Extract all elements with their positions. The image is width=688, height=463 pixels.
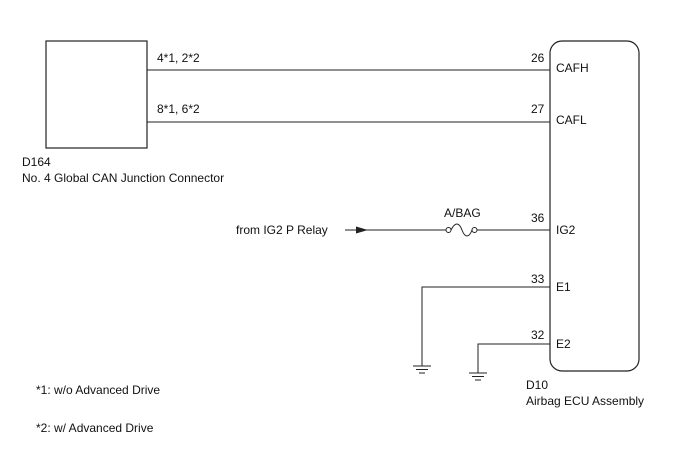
- cafl-connector-pin: 8*1, 6*2: [157, 102, 200, 116]
- fuse-label: A/BAG: [444, 206, 481, 220]
- cafl-ecu-pin: 27: [531, 102, 545, 116]
- ecu-name: Airbag ECU Assembly: [526, 394, 644, 408]
- e1-ecu-pin: 33: [531, 272, 545, 286]
- ground-icon: [413, 365, 431, 374]
- e1-terminal: E1: [556, 280, 571, 294]
- ground-icon: [469, 372, 487, 381]
- wire-e2: [477, 343, 550, 373]
- cafh-terminal: CAFH: [556, 61, 589, 75]
- ecu-d10-box: [549, 40, 640, 372]
- cafh-connector-pin: 4*1, 2*2: [157, 51, 200, 65]
- cafh-ecu-pin: 26: [531, 51, 545, 65]
- cafl-terminal: CAFL: [556, 113, 587, 127]
- ig2-source-label: from IG2 P Relay: [236, 223, 328, 237]
- wire-e1: [421, 286, 550, 366]
- ig2-ecu-pin: 36: [531, 211, 545, 225]
- fuse-icon: [445, 223, 478, 237]
- connector-name: No. 4 Global CAN Junction Connector: [22, 171, 224, 185]
- e2-terminal: E2: [556, 337, 571, 351]
- ig2-terminal: IG2: [556, 223, 576, 237]
- connector-d164-box: [45, 40, 148, 149]
- footnote-2: *2: w/ Advanced Drive: [36, 421, 154, 435]
- ecu-code: D10: [526, 378, 548, 392]
- e2-ecu-pin: 32: [531, 328, 545, 342]
- connector-code: D164: [22, 155, 51, 169]
- arrow-icon: [356, 226, 368, 234]
- footnote-1: *1: w/o Advanced Drive: [36, 383, 160, 397]
